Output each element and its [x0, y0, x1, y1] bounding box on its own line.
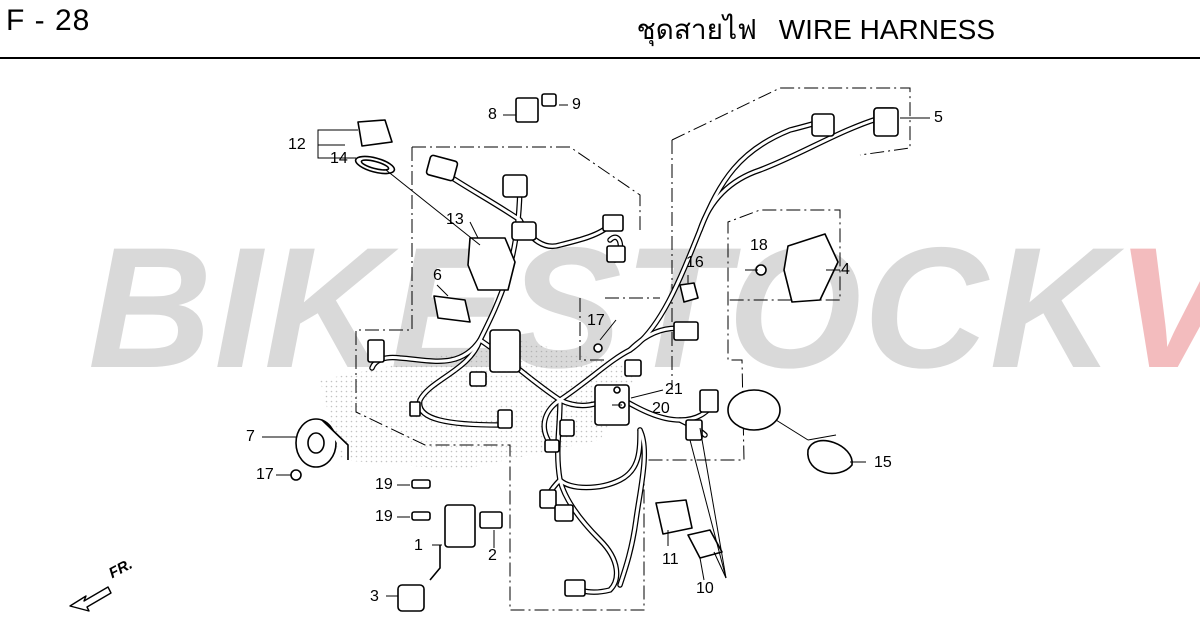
callout-16: 16	[686, 254, 704, 271]
callout-1: 1	[414, 537, 423, 554]
page-title: ชุดสายไฟ WIRE HARNESS	[637, 8, 995, 52]
callout-8: 8	[488, 106, 497, 123]
harness-connectors	[367, 107, 897, 597]
bolts	[290, 264, 767, 521]
callout-19-upper: 19	[375, 476, 393, 493]
page-title-thai: ชุดสายไฟ	[636, 14, 757, 45]
callout-9: 9	[572, 96, 581, 113]
callout-6: 6	[433, 267, 442, 284]
component-parts	[295, 93, 899, 612]
leader-lines	[262, 104, 930, 597]
callout-5: 5	[934, 109, 943, 126]
callout-4: 4	[841, 261, 850, 278]
callout-7: 7	[246, 428, 255, 445]
page-title-english: WIRE HARNESS	[778, 14, 995, 45]
callout-17-upper: 17	[587, 312, 605, 329]
callout-2: 2	[488, 547, 497, 564]
fr-arrow-icon	[69, 586, 112, 612]
callout-13: 13	[446, 211, 464, 228]
callout-14: 14	[330, 150, 348, 167]
callout-10: 10	[696, 580, 714, 597]
callout-17-lower: 17	[256, 466, 274, 483]
callout-20: 20	[652, 400, 670, 417]
callout-18: 18	[750, 237, 768, 254]
callout-11: 11	[662, 551, 679, 568]
title-divider	[0, 57, 1200, 59]
callout-3: 3	[370, 588, 379, 605]
callout-12: 12	[288, 136, 306, 153]
page-code: F - 28	[6, 4, 91, 37]
callout-21: 21	[665, 381, 683, 398]
callout-19-lower: 19	[375, 508, 393, 525]
watermark-part-b: VN	[1116, 212, 1200, 404]
callout-15: 15	[874, 454, 892, 471]
